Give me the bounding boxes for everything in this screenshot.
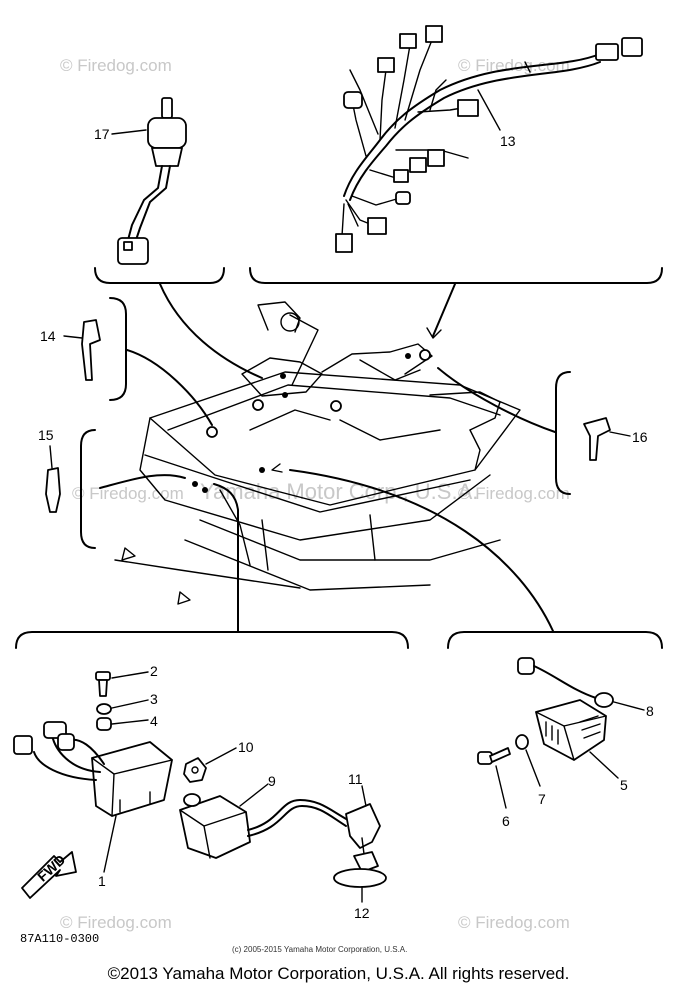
clamp-14-part [81,319,101,381]
bolt-6-part [477,747,511,765]
wire-harness-part [335,25,643,253]
leader-1 [103,815,117,873]
callout-10: 10 [238,739,254,755]
leader-2 [111,671,149,679]
callout-7: 7 [538,791,546,807]
bracket-band-16 [555,371,571,495]
snowmobile-drawing [114,301,521,605]
leader-8 [613,701,645,711]
plug-cap-cover-part [333,851,387,888]
leader-clamp-15 [99,474,186,489]
rectifier-regulator-part [535,699,607,761]
callout-2: 2 [150,663,158,679]
callout-14: 14 [40,328,56,344]
bracket-cdi-group [15,631,409,649]
callout-3: 3 [150,691,158,707]
leader-harness [432,283,456,337]
screw-2-part [95,671,111,697]
leader-11 [361,785,367,807]
leader-cdi [213,483,239,632]
callout-16: 16 [632,429,648,445]
leader-rectifier [289,469,554,632]
bracket-rectifier-group [447,631,663,649]
leader-7 [525,749,541,787]
watermark-mid-right: © Firedog.com [458,484,570,503]
leader-9 [239,783,269,807]
leader-15 [49,445,53,469]
forward-arrow-icon: FWD [21,851,77,899]
leader-ignition [159,283,263,379]
band-16-part [583,417,611,461]
leader-5 [589,751,619,779]
main-switch-part [117,97,187,265]
leader-13 [477,89,501,131]
lead-wire-8-part [517,657,614,708]
bracket-ignition-switch [94,267,225,284]
leader-4 [111,719,149,725]
leader-17 [111,129,147,135]
bracket-clamp-14 [109,297,127,401]
watermark-top-right: © Firedog.com [458,56,570,75]
watermark-bottom-right: © Firedog.com [458,913,570,932]
spark-plug-cap-part [345,803,381,855]
leader-band-16 [437,367,556,433]
leader-14 [63,335,83,339]
callout-9: 9 [268,773,276,789]
bracket-clamp-15 [80,429,96,549]
callout-8: 8 [646,703,654,719]
watermark-mid-center: Yamaha Motor Corp., U.S.A. [200,479,478,504]
nut-10-part [183,757,207,783]
callout-17: 17 [94,126,110,142]
copyright-notice: ©2013 Yamaha Motor Corporation, U.S.A. A… [107,964,570,983]
washer-7-part [515,734,529,750]
callout-13: 13 [500,133,516,149]
callout-5: 5 [620,777,628,793]
callout-15: 15 [38,427,54,443]
bracket-wire-harness [249,267,663,284]
leader-16 [609,431,631,437]
callout-12: 12 [354,905,370,921]
ignition-coil-part [179,793,349,859]
clamp-15-part [45,467,61,513]
watermark-bottom-left: © Firedog.com [60,913,172,932]
collar-4-part [96,717,112,731]
callout-1: 1 [98,873,106,889]
diagram-number: 87A110-0300 [20,932,99,946]
leader-harness-arrowhead [426,327,442,339]
watermark-top-left: © Firedog.com [60,56,172,75]
leader-3 [111,699,149,709]
fine-print: (c) 2005-2015 Yamaha Motor Corporation, … [232,945,407,954]
callout-6: 6 [502,813,510,829]
callout-4: 4 [150,713,158,729]
leader-clamp-14 [126,349,213,426]
callout-11: 11 [348,771,363,787]
washer-3-part [96,703,112,715]
leader-10 [205,747,237,765]
leader-6 [495,765,507,809]
leader-center-arrow [271,463,283,473]
cdi-unit-part [13,721,173,817]
